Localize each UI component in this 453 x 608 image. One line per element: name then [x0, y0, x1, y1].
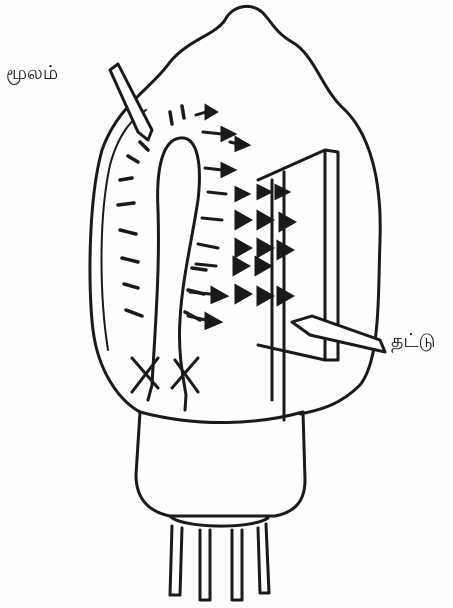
filament-lead-right — [185, 395, 186, 410]
tube-pin-2 — [200, 530, 210, 600]
plate-label: தட்டு — [391, 330, 435, 355]
tube-pin-3 — [232, 530, 242, 600]
emission-dashes — [118, 106, 206, 320]
filament-lead-left — [148, 385, 152, 400]
base-rim — [140, 412, 303, 423]
source-label: மூலம் — [6, 62, 58, 87]
tube-pin-1 — [170, 526, 182, 595]
electron-flow-arrows — [188, 106, 294, 328]
support-cross-left — [132, 358, 158, 392]
tube-base — [136, 412, 305, 516]
source-pointer-arrow — [110, 64, 152, 140]
tube-pin-4 — [258, 524, 269, 593]
base-neck — [170, 516, 268, 526]
